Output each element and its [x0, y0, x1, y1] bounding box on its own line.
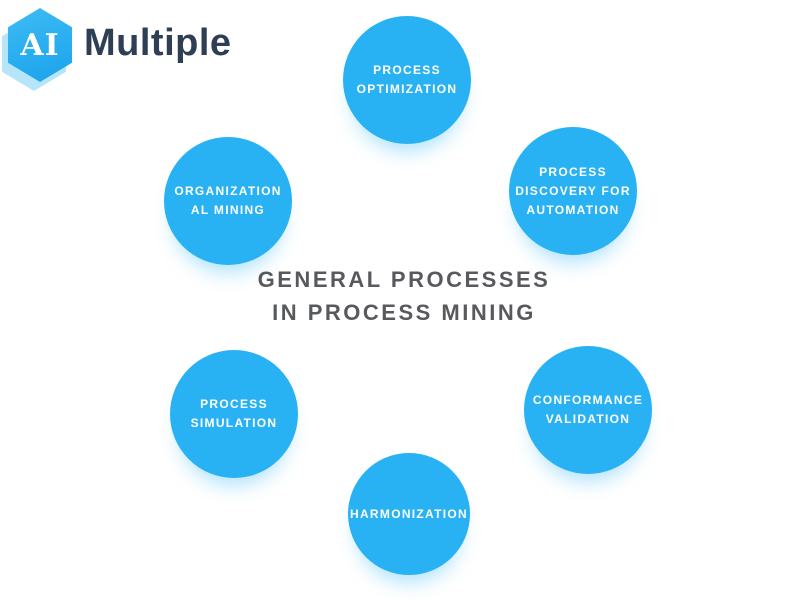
circle-harmonization: HARMONIZATION [348, 453, 470, 575]
aimultiple-logo: AI Multiple [2, 6, 308, 96]
logo-hexagon-badge: AI [2, 8, 72, 91]
logo-ai-monogram: AI [20, 27, 60, 63]
circle-label: PROCESS SIMULATION [190, 397, 278, 430]
diagram-title: GENERAL PROCESSES IN PROCESS MINING [257, 267, 551, 325]
circle-process-simulation: PROCESS SIMULATION [170, 350, 298, 478]
circle-label: PROCESS OPTIMIZATION [356, 63, 458, 96]
circle-process-discovery-for-automation: PROCESS DISCOVERY FOR AUTOMATION [509, 127, 637, 255]
logo-wordmark: Multiple [84, 22, 232, 64]
circle-organizational-mining: ORGANIZATION AL MINING [164, 137, 292, 265]
circle-conformance-validation: CONFORMANCE VALIDATION [524, 346, 652, 474]
circle-label: PROCESS DISCOVERY FOR AUTOMATION [515, 164, 631, 217]
circle-process-optimization: PROCESS OPTIMIZATION [343, 16, 471, 144]
circle-label: CONFORMANCE VALIDATION [532, 393, 644, 426]
circle-label: ORGANIZATION AL MINING [174, 184, 282, 217]
circle-label: HARMONIZATION [350, 506, 468, 521]
